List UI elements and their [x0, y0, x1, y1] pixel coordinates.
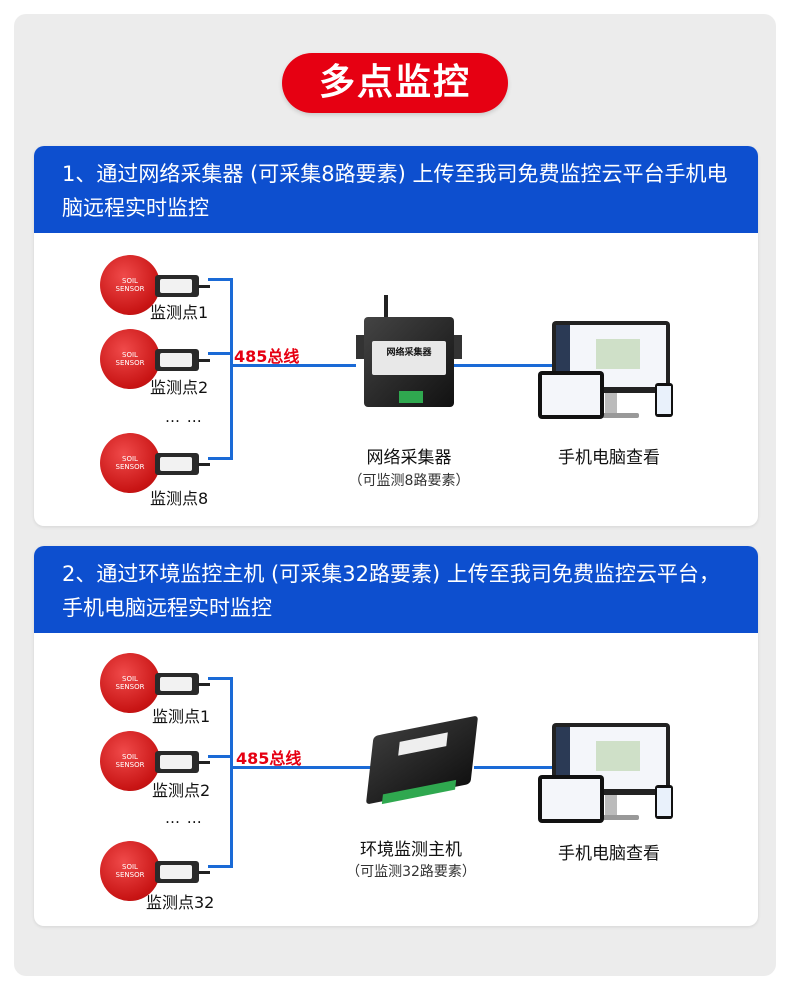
bus-line — [208, 755, 232, 758]
soil-sensor-2: SOIL SENSOR — [100, 329, 210, 389]
soil-sensor-2: SOIL SENSOR — [100, 731, 210, 791]
soil-sensor-1: SOIL SENSOR — [100, 653, 210, 713]
section-card-2: 2、通过环境监控主机 (可采集32路要素) 上传至我司免费监控云平台，手机电脑远… — [34, 546, 758, 926]
bus-line — [208, 865, 232, 868]
bus-line — [230, 364, 356, 367]
device-capacity: （可监测8路要素） — [348, 473, 470, 489]
uplink-line — [474, 766, 584, 769]
tablet-icon — [538, 371, 604, 419]
phone-icon — [655, 785, 673, 819]
ellipsis: … … — [165, 408, 203, 426]
device-name: 网络采集器 — [366, 448, 452, 468]
bus-line — [230, 766, 380, 769]
phone-icon — [655, 383, 673, 417]
page-title: 多点监控 — [282, 53, 508, 113]
point-label: 监测点2 — [152, 781, 211, 800]
point-label: 监测点1 — [150, 303, 209, 322]
network-collector-device: 网络采集器 — [356, 295, 462, 407]
bus-line — [208, 677, 232, 680]
point-label: 监测点8 — [150, 489, 209, 508]
section-heading-1: 1、通过网络采集器 (可采集8路要素) 上传至我司免费监控云平台手机电脑远程实时… — [34, 146, 758, 233]
device-capacity: （可监测32路要素） — [346, 864, 476, 880]
device-name: 环境监测主机 — [360, 840, 462, 860]
soil-sensor-1: SOIL SENSOR — [100, 255, 210, 315]
uplink-line — [454, 364, 584, 367]
ellipsis: … … — [165, 809, 203, 827]
soil-sensor-3: SOIL SENSOR — [100, 841, 210, 901]
bus-label: 485总线 — [236, 749, 302, 768]
section-diagram-1: SOIL SENSOR 监测点1 SOIL SENSOR 监测点2 … … SO… — [34, 233, 758, 526]
bus-line — [230, 677, 233, 868]
bus-line — [208, 457, 232, 460]
tablet-icon — [538, 775, 604, 823]
bus-label: 485总线 — [234, 347, 300, 366]
point-label: 监测点1 — [152, 707, 211, 726]
soil-sensor-3: SOIL SENSOR — [100, 433, 210, 493]
monitor-icon — [552, 321, 670, 393]
section-heading-2: 2、通过环境监控主机 (可采集32路要素) 上传至我司免费监控云平台，手机电脑远… — [34, 546, 758, 633]
viewer-label: 手机电脑查看 — [558, 844, 660, 864]
bus-line — [208, 352, 232, 355]
section-card-1: 1、通过网络采集器 (可采集8路要素) 上传至我司免费监控云平台手机电脑远程实时… — [34, 146, 758, 526]
device-panel-text: 网络采集器 — [386, 348, 432, 358]
viewer-label: 手机电脑查看 — [558, 448, 660, 468]
bus-line — [208, 278, 232, 281]
point-label: 监测点2 — [150, 378, 209, 397]
bus-line — [230, 278, 233, 460]
point-label: 监测点32 — [146, 893, 215, 912]
section-diagram-2: SOIL SENSOR 监测点1 SOIL SENSOR 监测点2 … … SO… — [34, 633, 758, 926]
